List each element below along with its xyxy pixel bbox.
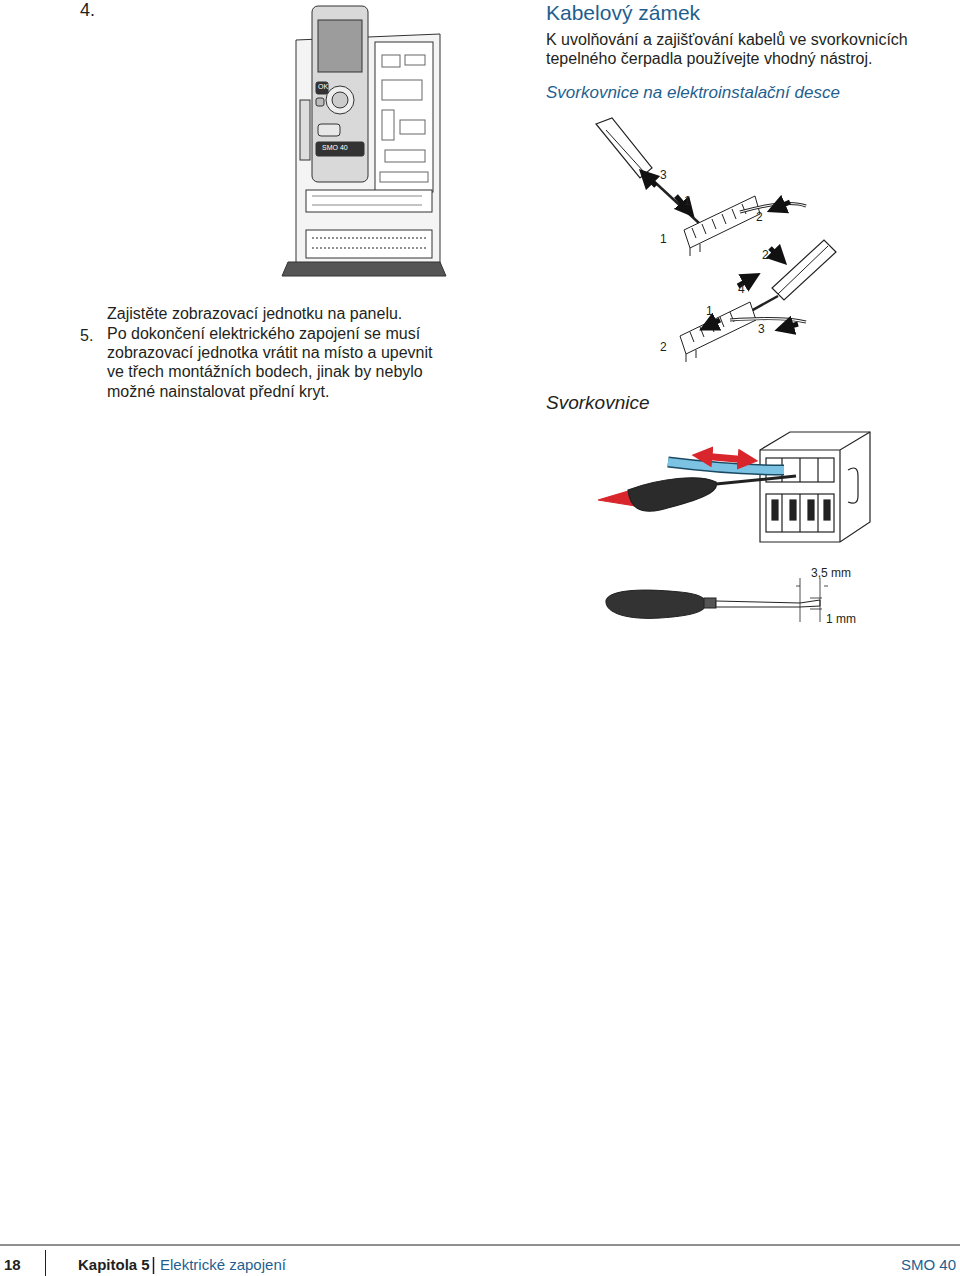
step-text: Po dokončení elektrického zapojení se mu… (107, 324, 442, 401)
page-number: 18 (4, 1256, 21, 1274)
step-number: 5. (80, 326, 93, 345)
terminal-block-figure (598, 432, 870, 542)
callout-number: 1 (706, 304, 713, 318)
callout-number: 3 (758, 322, 765, 336)
terminal-figure (680, 240, 836, 362)
callout-number: 1 (684, 194, 691, 208)
callout-number: 2 (762, 248, 769, 262)
figure-heading: Svorkovnice (546, 392, 650, 415)
step-text: Zajistěte zobrazovací jednotku na panelu… (107, 304, 402, 323)
button-label: OK (318, 83, 328, 91)
section-title: Kabelový zámek (546, 0, 700, 25)
step-number: 4. (80, 0, 95, 22)
callout-number: 2 (756, 210, 763, 224)
callout-number: 2 (660, 340, 667, 354)
terminal-figure (596, 118, 806, 256)
display-model: SMO 40 (322, 144, 348, 152)
callout-number: 3 (660, 168, 667, 182)
intro-text: K uvolňování a zajišťování kabelů ve svo… (546, 30, 956, 68)
control-module (282, 6, 446, 276)
figure-heading: Svorkovnice na elektroinstalační desce (546, 83, 840, 103)
chapter-title: Elektrické zapojení (160, 1256, 286, 1274)
screwdriver-figure (606, 578, 828, 622)
product-name: SMO 40 (901, 1256, 956, 1274)
dimension-label: 3,5 mm (811, 566, 851, 580)
footer-rules (0, 1245, 960, 1276)
callout-number: 4 (738, 282, 745, 296)
callout-number: 1 (660, 232, 667, 246)
chapter-label: Kapitola 5 (78, 1256, 150, 1274)
dimension-label: 1 mm (826, 612, 856, 626)
